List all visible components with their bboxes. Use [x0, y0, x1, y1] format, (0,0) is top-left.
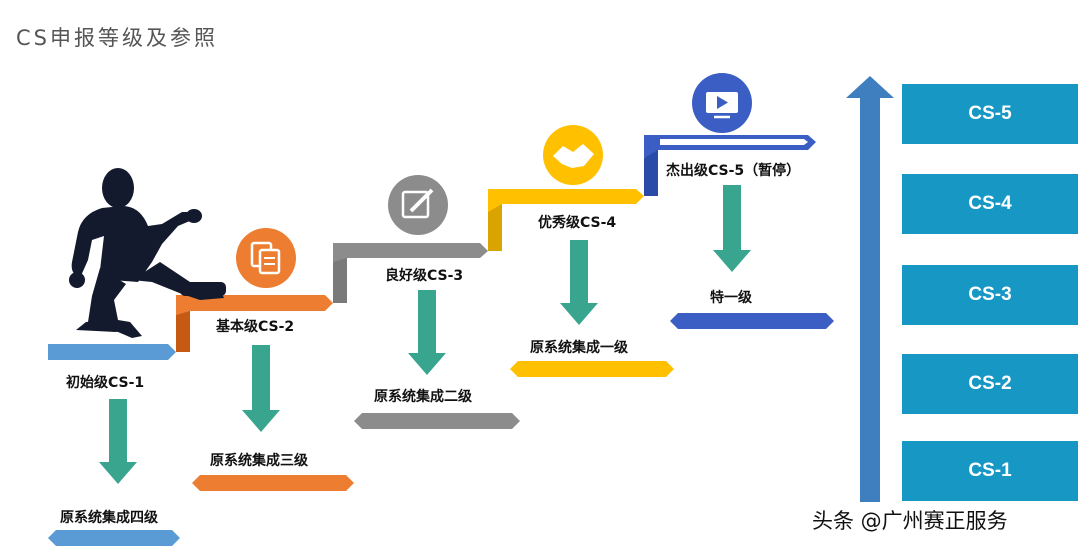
- walking-person-figure: [69, 168, 226, 338]
- documents-icon: [236, 228, 296, 288]
- result-bar-cs2: [192, 475, 354, 491]
- level-box-cs4: CS-4: [902, 174, 1078, 234]
- stair-cs5: [644, 135, 816, 158]
- result-label-cs2: 原系统集成三级: [210, 453, 308, 469]
- step-label-cs1: 初始级CS-1: [66, 375, 145, 391]
- stair-riser-cs2: [176, 305, 190, 352]
- result-label-cs3: 原系统集成二级: [374, 389, 472, 405]
- step-label-cs5: 杰出级CS-5（暂停）: [666, 163, 801, 179]
- edit-icon: [388, 175, 448, 235]
- level-box-cs2: CS-2: [902, 354, 1078, 414]
- watermark: 头条 @广州赛正服务: [812, 509, 1008, 533]
- result-bar-cs1: [48, 530, 180, 546]
- down-arrow-cs3: [408, 290, 446, 375]
- stair-riser-cs5: [644, 149, 658, 196]
- level-box-cs3: CS-3: [902, 265, 1078, 325]
- down-arrow-cs5: [713, 185, 751, 272]
- result-bar-cs4: [510, 361, 674, 377]
- stair-cs5-inner-stripe: [660, 139, 808, 145]
- step-label-cs4: 优秀级CS-4: [538, 215, 617, 231]
- stair-cs2: [176, 295, 333, 315]
- page-title: CS申报等级及参照: [16, 26, 218, 50]
- handshake-icon: [543, 125, 603, 185]
- result-label-cs5: 特一级: [710, 290, 752, 306]
- result-label-cs4: 原系统集成一级: [530, 340, 628, 356]
- level-box-cs1: CS-1: [902, 441, 1078, 501]
- video-icon: [692, 73, 752, 133]
- down-arrow-cs4: [560, 240, 598, 325]
- step-label-cs3: 良好级CS-3: [385, 268, 464, 284]
- down-arrow-cs1: [99, 399, 137, 484]
- stair-cs1: [48, 344, 176, 360]
- stair-cs4: [488, 189, 644, 212]
- result-bar-cs3: [354, 413, 520, 429]
- stair-cs3: [333, 243, 488, 262]
- scale-arrow-shaft: [860, 96, 880, 502]
- result-label-cs1: 原系统集成四级: [60, 510, 158, 526]
- scale-arrow-head: [846, 76, 894, 98]
- stair-riser-cs4: [488, 203, 502, 251]
- result-bar-cs5: [670, 313, 834, 329]
- level-box-cs5: CS-5: [902, 84, 1078, 144]
- down-arrow-cs2: [242, 345, 280, 432]
- stair-riser-cs3: [333, 252, 347, 303]
- step-label-cs2: 基本级CS-2: [216, 319, 295, 335]
